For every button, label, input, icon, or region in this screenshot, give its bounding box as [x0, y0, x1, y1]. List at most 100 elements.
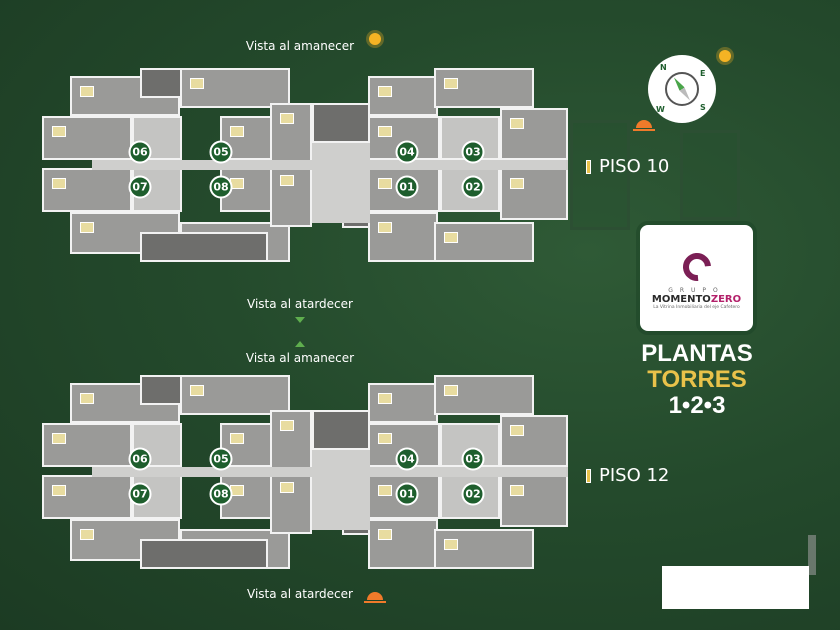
bed-icon — [230, 126, 244, 137]
bed-icon — [510, 485, 524, 496]
bed-icon — [378, 433, 392, 444]
unit-badge[interactable]: 06 — [128, 447, 152, 471]
unit-badge[interactable]: 02 — [461, 482, 485, 506]
unit-badge[interactable]: 03 — [461, 140, 485, 164]
room — [140, 539, 268, 569]
room — [368, 383, 438, 423]
room — [500, 475, 568, 527]
marker-icon — [586, 159, 591, 174]
view-sunset-label: Vista al atardecer — [247, 297, 353, 311]
unit-badge[interactable]: 04 — [395, 447, 419, 471]
floor-label-text: PISO 12 — [599, 465, 670, 486]
room — [434, 68, 534, 108]
compass-n: N — [660, 63, 667, 72]
bed-icon — [444, 78, 458, 89]
unit-badge[interactable]: 02 — [461, 175, 485, 199]
room — [434, 222, 534, 262]
floor-label: PISO 12 — [586, 465, 669, 486]
bed-icon — [510, 178, 524, 189]
floor-label-text: PISO 10 — [599, 156, 670, 177]
bed-icon — [280, 420, 294, 431]
unit-badge[interactable]: 08 — [209, 175, 233, 199]
unit-badge[interactable]: 08 — [209, 482, 233, 506]
room — [434, 529, 534, 569]
unit-badge[interactable]: 01 — [395, 482, 419, 506]
room — [500, 415, 568, 467]
room — [180, 375, 290, 415]
title-towers: 1•2•3 — [668, 392, 726, 419]
bed-icon — [52, 485, 66, 496]
room — [368, 76, 438, 116]
room — [42, 116, 132, 160]
room — [368, 212, 438, 262]
corridor — [312, 143, 370, 223]
bed-icon — [52, 433, 66, 444]
view-sunrise-label: Vista al amanecer — [245, 351, 355, 365]
company-logo: GRUPO MOMENTOZERO La Vitrina Inmobiliari… — [640, 225, 753, 331]
logo-ring-icon — [676, 247, 717, 287]
unit-badge[interactable]: 05 — [209, 140, 233, 164]
room — [270, 472, 312, 534]
floor-label: PISO 10 — [586, 156, 669, 177]
logo-name: MOMENTOZERO — [652, 294, 741, 305]
bed-icon — [80, 86, 94, 97]
bed-icon — [378, 485, 392, 496]
title-plantas: PLANTAS — [641, 340, 753, 367]
bed-icon — [378, 86, 392, 97]
bed-icon — [280, 113, 294, 124]
bed-icon — [190, 78, 204, 89]
room — [270, 165, 312, 227]
view-sunset-label: Vista al atardecer — [247, 587, 353, 601]
compass-e: E — [700, 69, 706, 78]
compass-icon: N E S W — [648, 55, 716, 123]
unit-badge[interactable]: 07 — [128, 482, 152, 506]
logo-name-b: ZERO — [710, 294, 742, 305]
blank-box — [662, 566, 809, 609]
room — [500, 108, 568, 160]
arrow-up-icon — [295, 341, 305, 347]
arrow-down-icon — [295, 317, 305, 323]
bed-icon — [444, 385, 458, 396]
floor-plan-piso-12: 06 05 04 03 07 08 01 02 — [42, 375, 568, 569]
sunset-icon — [364, 592, 386, 603]
corridor — [312, 450, 370, 530]
room — [132, 475, 182, 519]
room — [270, 410, 312, 472]
bed-icon — [52, 126, 66, 137]
bed-icon — [378, 393, 392, 404]
bed-icon — [230, 433, 244, 444]
compass-s: S — [700, 103, 706, 112]
room — [500, 168, 568, 220]
room — [368, 116, 440, 160]
room — [312, 410, 370, 450]
unit-badge[interactable]: 04 — [395, 140, 419, 164]
bed-icon — [190, 385, 204, 396]
bed-icon — [80, 529, 94, 540]
bed-icon — [378, 529, 392, 540]
bed-icon — [280, 482, 294, 493]
room — [312, 103, 370, 143]
unit-badge[interactable]: 06 — [128, 140, 152, 164]
view-sunrise-label: Vista al amanecer — [245, 39, 355, 53]
unit-badge[interactable]: 07 — [128, 175, 152, 199]
bed-icon — [378, 222, 392, 233]
bed-icon — [378, 178, 392, 189]
compass-w: W — [656, 105, 665, 114]
marker-icon — [586, 468, 591, 483]
unit-badge[interactable]: 05 — [209, 447, 233, 471]
bed-icon — [444, 232, 458, 243]
bed-icon — [510, 118, 524, 129]
logo-name-a: MOMENTO — [651, 294, 711, 305]
room — [140, 232, 268, 262]
sunset-icon — [633, 120, 655, 131]
logo-grupo: GRUPO — [668, 287, 725, 294]
bed-icon — [52, 178, 66, 189]
bed-icon — [510, 425, 524, 436]
unit-badge[interactable]: 01 — [395, 175, 419, 199]
bed-icon — [378, 126, 392, 137]
room — [42, 423, 132, 467]
unit-badge[interactable]: 03 — [461, 447, 485, 471]
bed-icon — [80, 393, 94, 404]
logo-tagline: La Vitrina Inmobiliaria del eje Cafetero — [653, 305, 740, 310]
room — [42, 475, 132, 519]
